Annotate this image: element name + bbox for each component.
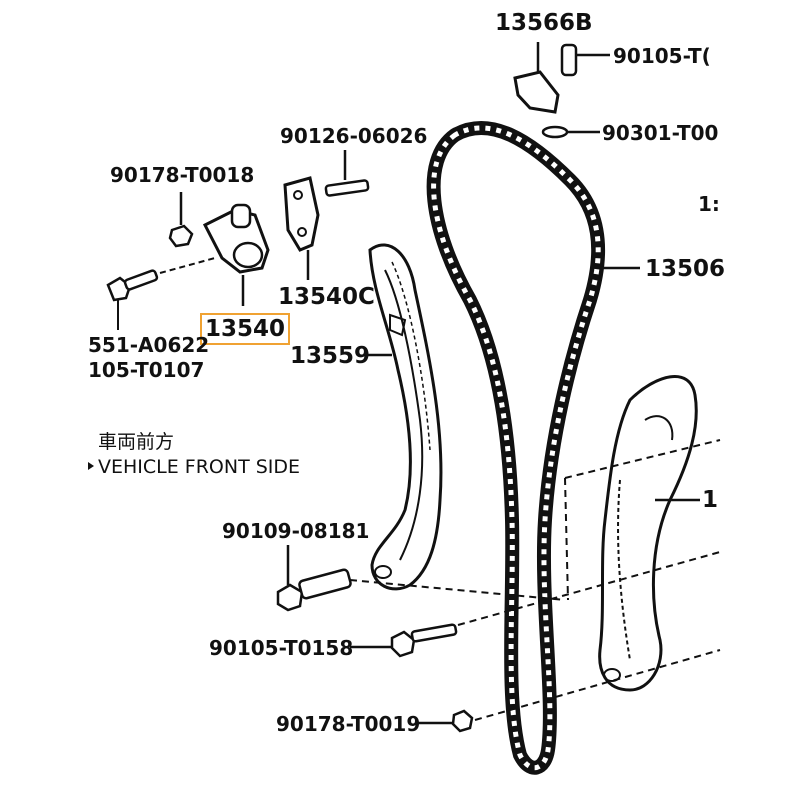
- timing-chain: [426, 120, 606, 775]
- label-partial-right: 1: [702, 487, 719, 513]
- bolt-551-a0622: [106, 257, 216, 330]
- label-90105-t0158: 90105-T0158: [209, 636, 354, 660]
- guide-bracket-13566b: [513, 42, 610, 139]
- note-japanese: 車両前方: [98, 431, 175, 453]
- chain-slipper-13559: [368, 243, 443, 591]
- assembly-lines: [349, 439, 721, 721]
- leader-lines: [365, 266, 700, 502]
- label-90105-t-top: 90105-T(: [613, 44, 711, 68]
- stud-bolt-90126: [324, 150, 370, 197]
- front-arrow-icon: [88, 462, 94, 470]
- label-13559: 13559: [290, 343, 371, 369]
- label-90178-t0018: 90178-T0018: [110, 163, 255, 187]
- label-partial-top-right: 1:: [698, 192, 720, 216]
- bolt-90105-t0158: [350, 623, 458, 658]
- label-13566b: 13566B: [495, 10, 593, 36]
- nut-90178-t0018: [168, 192, 194, 248]
- note-vehicle-front-side: VEHICLE FRONT SIDE: [98, 456, 301, 478]
- chain-tensioner-13540: [202, 203, 270, 306]
- chain-guide-right: [598, 375, 698, 692]
- label-90301-t00: 90301-T00: [602, 121, 719, 145]
- label-13540c: 13540C: [278, 284, 375, 310]
- label-13540-highlighted[interactable]: 13540: [200, 313, 291, 345]
- label-551-a0622: 551-A0622: [88, 333, 210, 357]
- label-13506: 13506: [645, 256, 726, 282]
- label-105-t0107: 105-T0107: [88, 358, 205, 382]
- label-90126-06026: 90126-06026: [280, 124, 428, 148]
- tensioner-gasket-13540c: [283, 176, 320, 280]
- label-90178-t0019: 90178-T0019: [276, 712, 421, 736]
- bolt-90109-08181: [276, 545, 352, 612]
- nut-90178-t0019: [418, 709, 474, 733]
- label-90109-08181: 90109-08181: [222, 519, 370, 543]
